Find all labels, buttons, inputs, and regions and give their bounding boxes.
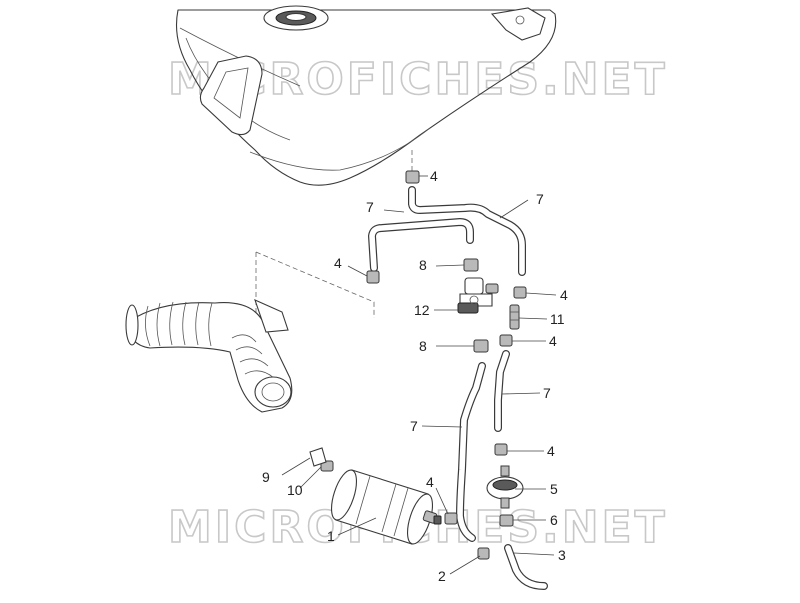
callout-8: 8 [419, 338, 427, 354]
callout-9: 10 [287, 482, 303, 498]
callout-2: 2 [438, 568, 446, 584]
vent-hose-lower [456, 350, 548, 590]
clamp-6 [499, 514, 514, 527]
callout-4: 4 [430, 168, 438, 184]
callout-10: 9 [262, 469, 270, 485]
check-valve-5 [486, 465, 524, 509]
callout-8: 8 [419, 257, 427, 273]
callout-11: 11 [550, 311, 565, 327]
t-connector-11 [509, 304, 520, 330]
clamp-8-top [463, 258, 479, 272]
clamp-4-right-lower [494, 443, 508, 456]
callout-4: 4 [560, 287, 568, 303]
callout-7: 7 [366, 199, 374, 215]
purge-valve-12 [457, 277, 499, 314]
callout-5: 5 [550, 481, 558, 497]
vent-hose-upper [368, 186, 526, 276]
callout-4: 4 [334, 255, 342, 271]
bracket-10 [309, 447, 327, 467]
callout-4: 4 [426, 474, 434, 490]
callout-7: 7 [536, 191, 544, 207]
callout-7: 7 [410, 418, 418, 434]
callout-3: 3 [558, 547, 566, 563]
air-intake-hose [125, 298, 293, 413]
callout-7: 7 [543, 385, 551, 401]
callout-4: 4 [549, 333, 557, 349]
clamp-8-mid [473, 339, 489, 353]
callout-1: 1 [327, 528, 335, 544]
clamp-4-right-upper [513, 286, 527, 299]
clamp-4-canister [444, 512, 458, 525]
leader-lines [281, 175, 557, 575]
clamp-4-top [405, 170, 420, 184]
clamp-4-left [366, 270, 380, 284]
clamp-4-right-mid [499, 334, 513, 347]
fuel-tank [175, 5, 557, 186]
washer-2 [477, 547, 490, 560]
callout-6: 6 [550, 512, 558, 528]
callout-12: 12 [414, 302, 430, 318]
callout-4: 4 [547, 443, 555, 459]
fitting-9 [320, 460, 334, 472]
callout-numbers: 4 7 7 4 8 4 12 11 8 4 7 7 4 9 10 4 5 6 1… [262, 168, 568, 584]
